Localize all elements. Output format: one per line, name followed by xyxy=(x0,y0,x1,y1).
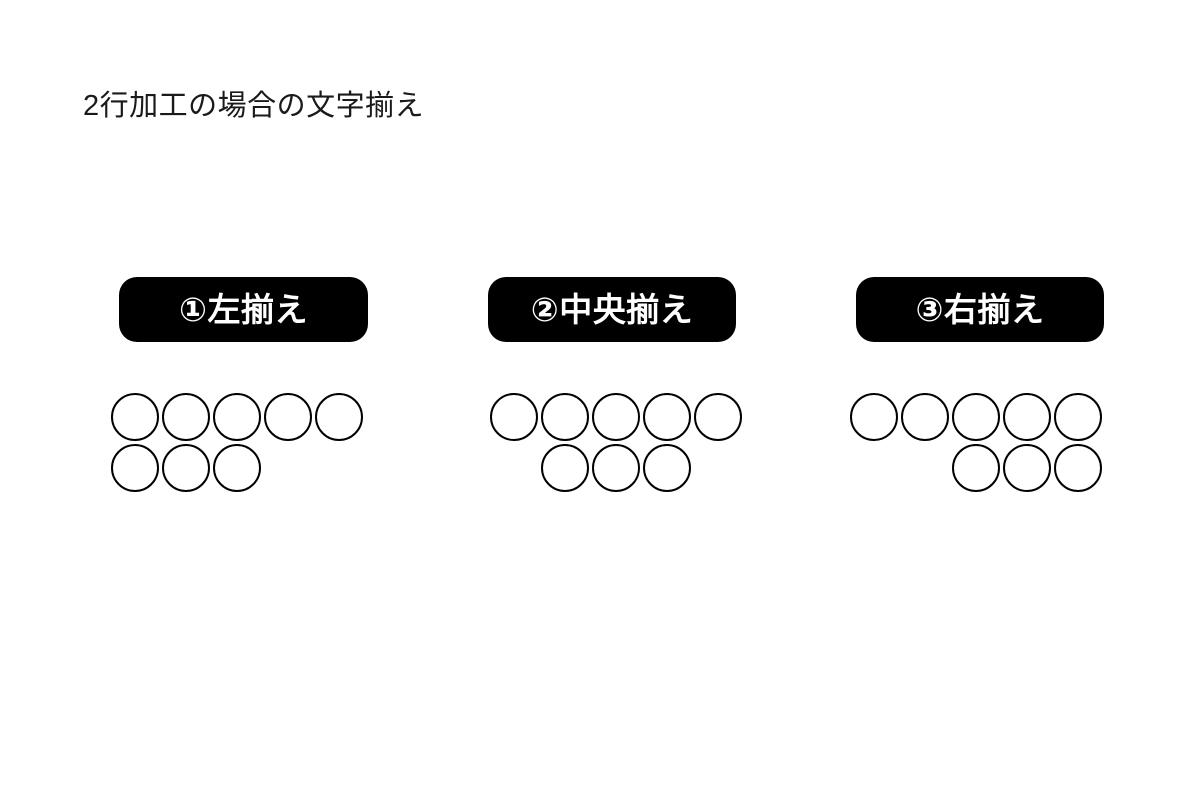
label-pill-right-align-text: ③右揃え xyxy=(915,291,1045,328)
circle-glyph xyxy=(1003,393,1051,441)
label-pill-right-align[interactable]: ③右揃え xyxy=(856,277,1104,342)
label-pill-center-align-text: ②中央揃え xyxy=(530,291,694,328)
alignment-examples-group: ①左揃え ②中央揃え xyxy=(0,277,1200,537)
circle-row xyxy=(847,393,1102,441)
circle-row xyxy=(111,444,363,492)
circle-glyph xyxy=(213,444,261,492)
circle-row xyxy=(488,444,743,492)
circle-glyph xyxy=(315,393,363,441)
circle-glyph xyxy=(540,444,589,492)
circle-glyph xyxy=(693,393,742,441)
circle-glyph xyxy=(952,444,1000,492)
circle-glyph xyxy=(111,393,159,441)
circle-glyph xyxy=(540,393,589,441)
circle-glyph xyxy=(162,393,210,441)
circle-glyph xyxy=(264,393,312,441)
circle-grid-left-align xyxy=(111,393,363,495)
circle-glyph xyxy=(213,393,261,441)
label-pill-left-align-text: ①左揃え xyxy=(179,291,308,328)
circle-glyph xyxy=(1054,393,1102,441)
circle-glyph xyxy=(642,393,691,441)
circle-row xyxy=(111,393,363,441)
circle-glyph xyxy=(642,444,691,492)
circle-glyph xyxy=(591,444,640,492)
circle-glyph xyxy=(850,393,898,441)
circle-grid-right-align xyxy=(847,393,1102,495)
page-title: 2行加工の場合の文字揃え xyxy=(83,90,425,122)
label-pill-center-align[interactable]: ②中央揃え xyxy=(488,277,736,342)
label-pill-left-align[interactable]: ①左揃え xyxy=(119,277,368,342)
circle-glyph xyxy=(591,393,640,441)
circle-glyph xyxy=(111,444,159,492)
circle-row xyxy=(488,393,743,441)
circle-glyph xyxy=(1054,444,1102,492)
circle-grid-center-align xyxy=(488,393,743,495)
circle-glyph xyxy=(162,444,210,492)
circle-glyph xyxy=(1003,444,1051,492)
circle-glyph xyxy=(489,393,538,441)
circle-glyph xyxy=(901,393,949,441)
circle-row xyxy=(847,444,1102,492)
circle-glyph xyxy=(952,393,1000,441)
